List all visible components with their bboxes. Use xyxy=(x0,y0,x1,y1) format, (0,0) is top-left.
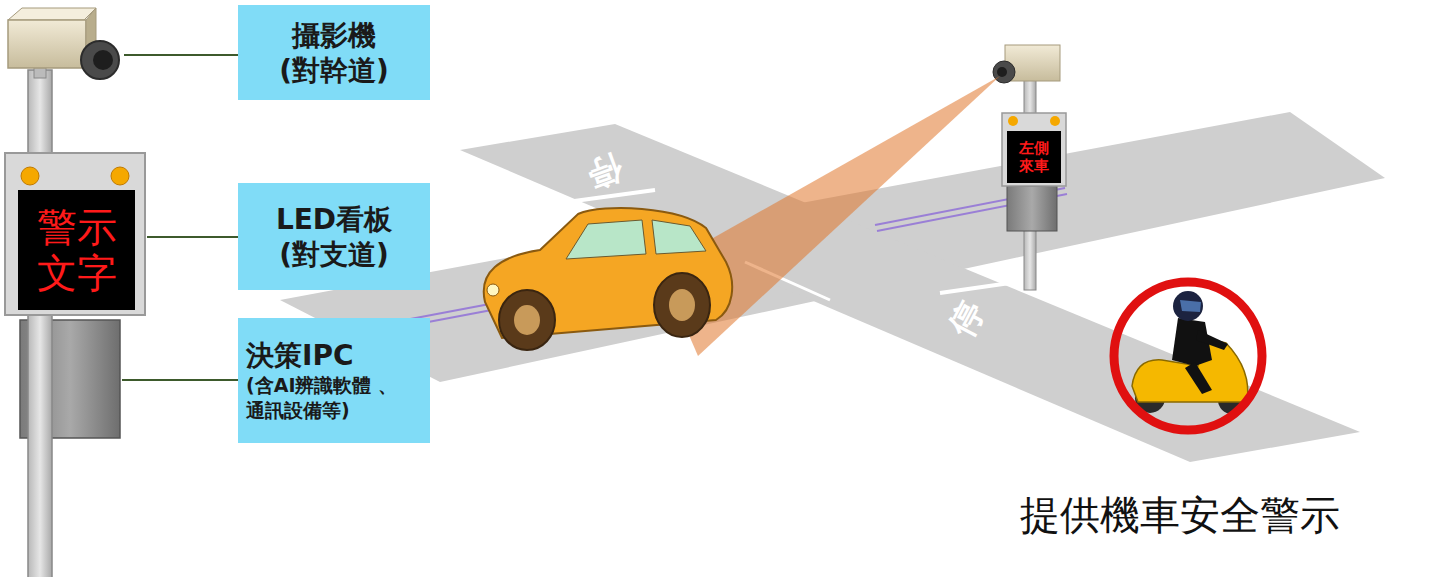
road-marking: 停 xyxy=(939,293,996,345)
motorcycle xyxy=(1185,362,1212,394)
callout-box: LED看板 (對支道) xyxy=(238,183,430,290)
car xyxy=(484,208,732,338)
highlight-circle xyxy=(1114,282,1262,430)
led-frame xyxy=(1002,113,1066,186)
road xyxy=(280,112,1385,462)
highlight-circle xyxy=(1114,282,1262,430)
pole xyxy=(28,70,52,577)
road xyxy=(460,124,1360,462)
car xyxy=(654,273,710,337)
car xyxy=(652,220,706,254)
led-screen: 警示 文字 xyxy=(18,190,135,310)
camera-icon xyxy=(8,20,86,68)
car xyxy=(514,305,540,335)
led-frame xyxy=(1002,113,1066,186)
motorcycle xyxy=(1132,291,1248,414)
camera-icon xyxy=(997,67,1007,77)
led-frame xyxy=(1008,116,1018,126)
camera-icon xyxy=(93,50,113,70)
stop-line xyxy=(940,283,1010,293)
car xyxy=(499,290,555,350)
led-screen: 左側 來車 xyxy=(1007,131,1061,183)
camera-icon xyxy=(81,41,119,79)
camera-icon xyxy=(8,8,119,79)
car xyxy=(669,289,695,321)
led-frame xyxy=(111,167,129,185)
leader-line xyxy=(122,55,238,380)
led-frame xyxy=(21,167,39,185)
leader-line xyxy=(147,236,238,238)
motorcycle xyxy=(1196,330,1228,350)
motorcycle xyxy=(1180,300,1201,312)
car xyxy=(566,220,646,259)
node-text: 警示 文字 xyxy=(20,204,133,296)
led-frame xyxy=(5,153,145,315)
led-frame xyxy=(1050,116,1060,126)
road-marking: 停 xyxy=(581,144,629,199)
camera-icon xyxy=(993,45,1060,83)
callout-box: 決策IPC(含AI辨識軟體 、通訊設備等) xyxy=(238,318,430,443)
leader-line xyxy=(122,379,238,381)
node-text: LED看板 (對支道) xyxy=(246,202,422,272)
body-text: (含AI辨識軟體 、通訊設備等) xyxy=(246,373,422,422)
camera-icon xyxy=(8,8,96,20)
caption-text: 提供機車安全警示 xyxy=(1020,488,1340,543)
pole xyxy=(1007,186,1057,231)
callout-box: 攝影機 (對幹道) xyxy=(238,5,430,100)
led-frame xyxy=(5,153,145,315)
car xyxy=(487,284,499,296)
node-text: 決策IPC xyxy=(246,338,422,373)
node-text: 左側 來車 xyxy=(1009,139,1059,175)
car xyxy=(484,208,732,350)
leader-line xyxy=(124,54,238,56)
camera-icon xyxy=(993,61,1015,83)
pole xyxy=(28,70,52,577)
motorcycle xyxy=(1173,291,1203,321)
node-text: 攝影機 (對幹道) xyxy=(246,18,422,88)
